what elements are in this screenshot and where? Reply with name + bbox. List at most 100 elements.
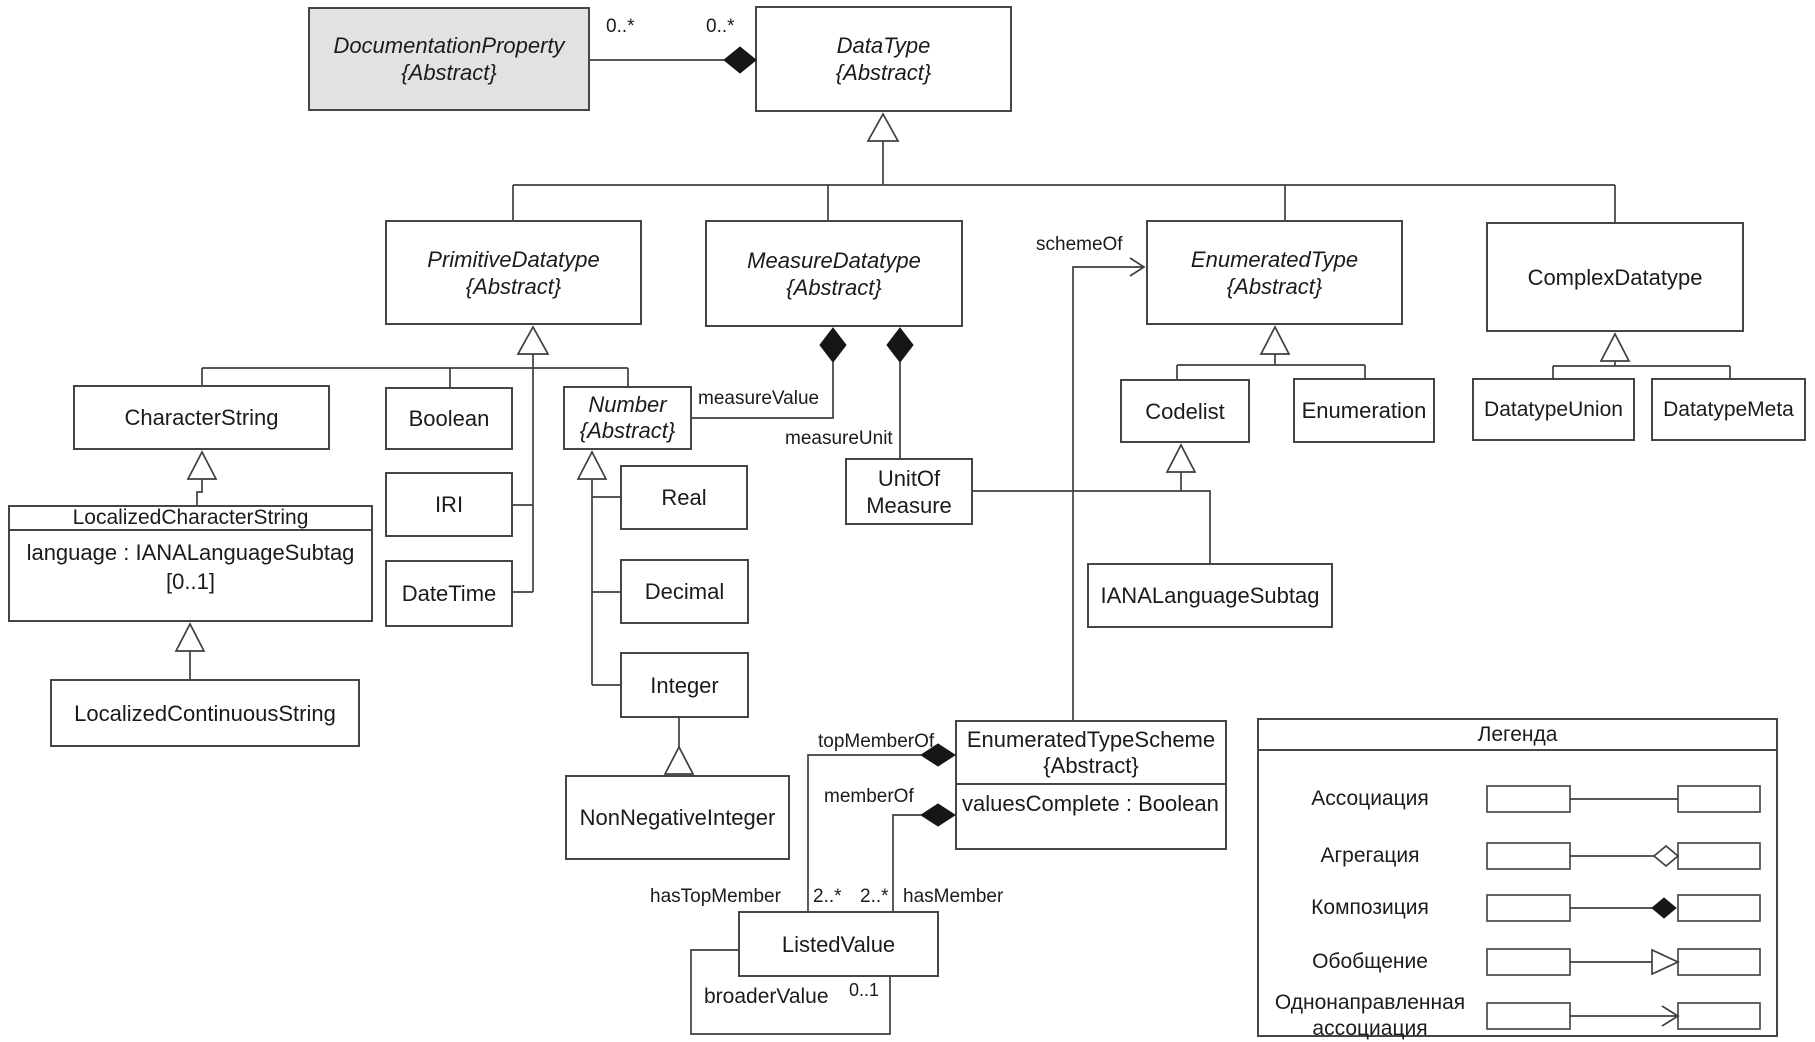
class-name: Decimal bbox=[644, 579, 725, 604]
class-name: Number bbox=[588, 392, 667, 417]
role-label-scheme-of: schemeOf bbox=[1036, 234, 1123, 255]
generalization-triangle-icon bbox=[1599, 332, 1631, 362]
class-datatype-union: DatatypeUnion bbox=[1472, 378, 1635, 441]
class-localized-continuous-string: LocalizedContinuousString bbox=[50, 679, 360, 747]
class-unit-of-measure: UnitOf Measure bbox=[845, 458, 973, 525]
class-stereotype: {Abstract} bbox=[465, 273, 562, 299]
role-label-broader-value: broaderValue bbox=[704, 985, 829, 1008]
class-enumerated-type: EnumeratedType {Abstract} bbox=[1146, 220, 1403, 325]
multiplicity-label: 0..* bbox=[606, 16, 635, 37]
multiplicity-label: 0..1 bbox=[849, 980, 880, 1000]
multiplicity-label: 2..* bbox=[813, 886, 842, 907]
class-name: Integer bbox=[650, 672, 719, 698]
class-name: IRI bbox=[434, 492, 464, 517]
class-datetime: DateTime bbox=[385, 560, 513, 627]
class-name-line2: Measure bbox=[866, 492, 952, 518]
class-codelist: Codelist bbox=[1120, 379, 1250, 443]
generalization-tree-enumerated-type bbox=[1176, 325, 1366, 379]
class-decimal: Decimal bbox=[620, 559, 749, 624]
role-label-measure-value: measureValue bbox=[698, 388, 820, 409]
class-name-line1: UnitOf bbox=[877, 465, 941, 491]
class-name: MeasureDatatype bbox=[747, 247, 921, 273]
generalization-edge-localized-character-string bbox=[186, 450, 218, 505]
generalization-triangle-icon bbox=[174, 622, 206, 652]
class-stereotype: {Abstract} bbox=[1043, 752, 1139, 778]
class-enumerated-type-scheme: EnumeratedTypeScheme {Abstract} valuesCo… bbox=[955, 720, 1227, 850]
directed-association-edge-scheme-of bbox=[1072, 257, 1146, 720]
class-name: DataType bbox=[836, 33, 931, 58]
class-name: IANALanguageSubtag bbox=[1100, 583, 1320, 608]
class-measure-datatype: MeasureDatatype {Abstract} bbox=[705, 220, 963, 327]
role-label-has-top-member: hasTopMember bbox=[650, 886, 781, 907]
generalization-edge-non-negative-integer bbox=[663, 718, 695, 775]
class-name: EnumeratedType bbox=[1190, 246, 1359, 272]
class-name: ComplexDatatype bbox=[1527, 264, 1703, 290]
class-integer: Integer bbox=[620, 652, 749, 718]
class-datatype-meta: DatatypeMeta bbox=[1651, 378, 1806, 441]
class-complex-datatype: ComplexDatatype bbox=[1486, 222, 1744, 332]
generalization-triangle-icon bbox=[516, 325, 550, 355]
class-listed-value: ListedValue bbox=[738, 911, 939, 977]
generalization-triangle-icon bbox=[1165, 443, 1197, 473]
class-iri: IRI bbox=[385, 472, 513, 537]
composition-diamond-icon bbox=[920, 803, 956, 827]
class-name: LocalizedCharacterString bbox=[72, 506, 309, 529]
class-boolean: Boolean bbox=[385, 387, 513, 450]
class-stereotype: {Abstract} bbox=[1226, 273, 1323, 299]
class-name: ListedValue bbox=[781, 931, 896, 957]
class-enumeration: Enumeration bbox=[1293, 378, 1435, 443]
generalization-triangle-icon bbox=[663, 745, 695, 775]
generalization-triangle-icon bbox=[866, 112, 900, 142]
generalization-edge-localized-continuous-string bbox=[174, 622, 206, 679]
generalization-triangle-icon bbox=[1259, 325, 1291, 355]
class-attributes-compartment: language : IANALanguageSubtag [0..1] bbox=[10, 531, 371, 596]
class-non-negative-integer: NonNegativeInteger bbox=[565, 775, 790, 860]
class-datatype: DataType {Abstract} bbox=[755, 6, 1012, 112]
generalization-triangle-icon bbox=[576, 450, 608, 480]
class-name: DatatypeUnion bbox=[1484, 398, 1623, 421]
class-name: NonNegativeInteger bbox=[579, 805, 776, 830]
class-attributes-compartment: valuesComplete : Boolean bbox=[957, 785, 1225, 817]
class-stereotype: {Abstract} bbox=[835, 60, 932, 85]
multiplicity-label: 2..* bbox=[860, 886, 889, 907]
attribute-language: language : IANALanguageSubtag bbox=[26, 540, 355, 565]
class-iana-language-subtag: IANALanguageSubtag bbox=[1087, 563, 1333, 628]
class-name: LocalizedContinuousString bbox=[74, 700, 336, 726]
legend-label-generalization: Обобщение bbox=[1312, 950, 1428, 973]
class-stereotype: {Abstract} bbox=[579, 418, 676, 443]
generalization-tree-complex-datatype bbox=[1552, 332, 1731, 378]
class-name-compartment: EnumeratedTypeScheme {Abstract} bbox=[957, 722, 1225, 785]
class-name: DatatypeMeta bbox=[1663, 398, 1794, 421]
class-character-string: CharacterString bbox=[73, 385, 330, 450]
role-label-has-member: hasMember bbox=[903, 886, 1004, 907]
composition-diamond-icon bbox=[886, 327, 914, 363]
role-label-member-of: memberOf bbox=[824, 786, 914, 807]
class-stereotype: {Abstract} bbox=[401, 60, 497, 85]
legend-label-aggregation: Агрегация bbox=[1320, 844, 1420, 867]
attribute-values-complete: valuesComplete : Boolean bbox=[962, 791, 1219, 816]
legend-panel: Легенда bbox=[1257, 718, 1778, 1037]
generalization-tree-datatype bbox=[512, 112, 1616, 222]
legend-label-directed-association: Однонаправленная ассоциация bbox=[1274, 991, 1466, 1040]
class-name: Boolean bbox=[408, 406, 490, 431]
composition-diamond-icon bbox=[723, 46, 757, 74]
class-number: Number {Abstract} bbox=[563, 386, 692, 450]
class-primitive-datatype: PrimitiveDatatype {Abstract} bbox=[385, 220, 642, 325]
class-name: Real bbox=[661, 485, 707, 510]
multiplicity-label: 0..* bbox=[706, 16, 735, 37]
legend-title: Легенда bbox=[1259, 720, 1776, 751]
class-name: Enumeration bbox=[1301, 398, 1427, 423]
class-name: DateTime bbox=[401, 581, 497, 606]
class-name: PrimitiveDatatype bbox=[427, 246, 600, 272]
legend-label-association: Ассоциация bbox=[1311, 787, 1429, 810]
class-stereotype: {Abstract} bbox=[786, 274, 882, 300]
class-name: Codelist bbox=[1145, 398, 1225, 424]
class-localized-character-string: LocalizedCharacterString language : IANA… bbox=[8, 505, 373, 622]
role-label-top-member-of: topMemberOf bbox=[818, 731, 935, 752]
class-documentation-property: DocumentationProperty {Abstract} bbox=[308, 7, 590, 111]
class-name-compartment: LocalizedCharacterString bbox=[10, 507, 371, 531]
composition-diamond-icon bbox=[819, 327, 847, 363]
class-name: CharacterString bbox=[124, 405, 279, 430]
generalization-tree-codelist bbox=[973, 443, 1211, 563]
generalization-triangle-icon bbox=[186, 450, 218, 480]
